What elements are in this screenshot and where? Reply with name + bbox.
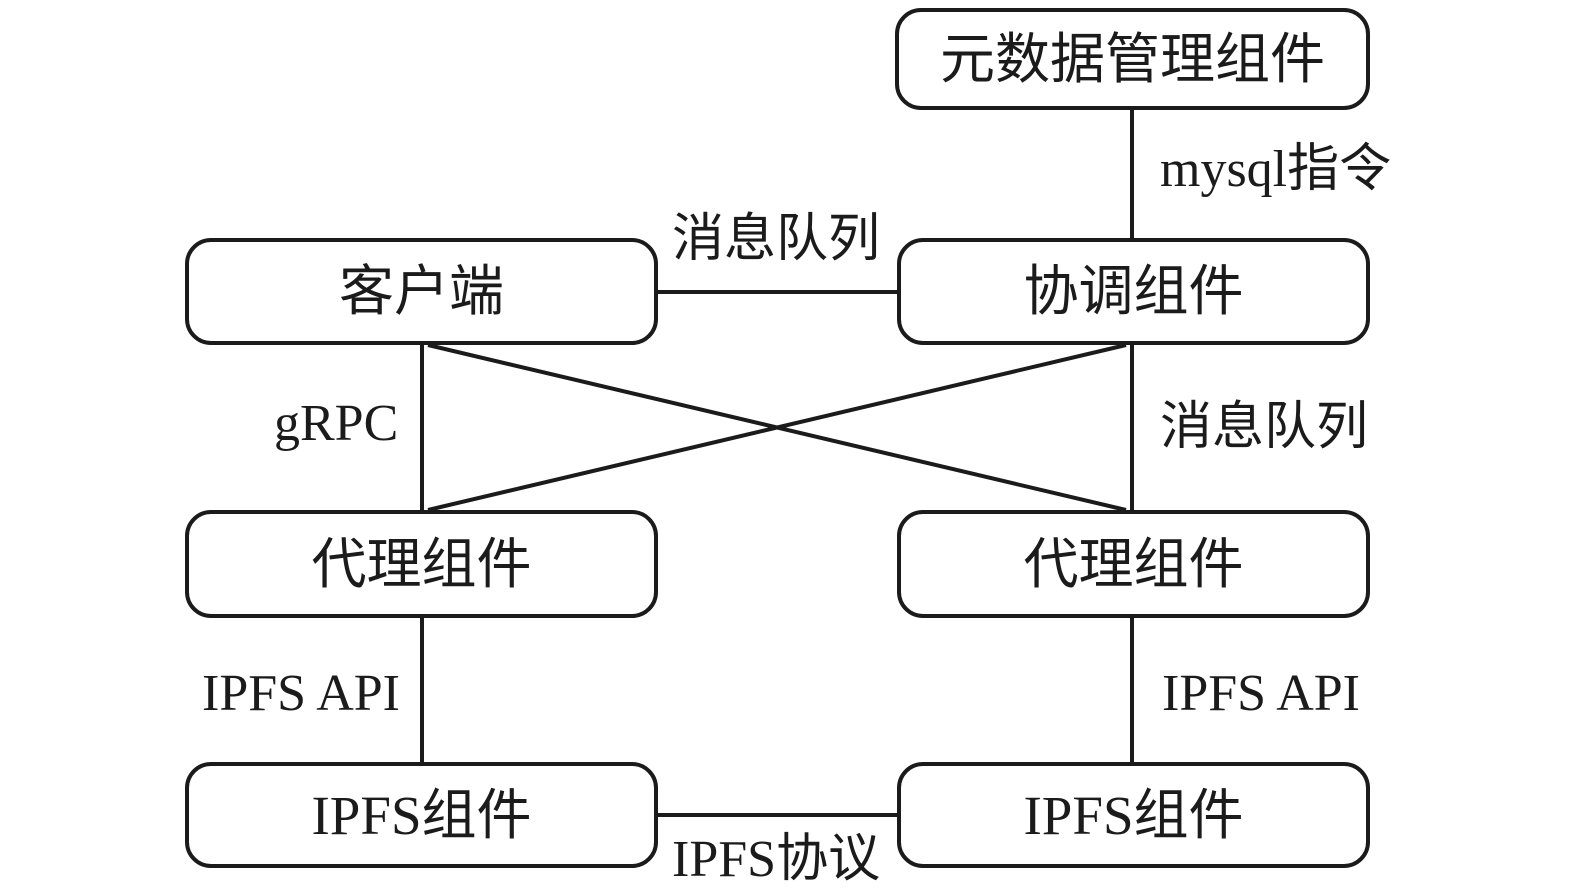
edge-label-message-queue-top: 消息队列 <box>672 210 881 270</box>
edge-label-ipfs-api-left: IPFS API <box>202 664 400 724</box>
edge-label-message-queue-right: 消息队列 <box>1160 398 1369 458</box>
node-proxy-left: 代理组件 <box>185 510 658 618</box>
edge-label-ipfs-api-right: IPFS API <box>1162 664 1360 724</box>
edge-label-mysql-command: mysql指令 <box>1160 140 1392 200</box>
node-ipfs-right: IPFS组件 <box>897 762 1370 868</box>
node-coordinator-label: 协调组件 <box>1023 261 1244 322</box>
edge-label-ipfs-protocol: IPFS协议 <box>672 830 881 890</box>
node-client: 客户端 <box>185 238 658 345</box>
node-ipfs-right-label: IPFS组件 <box>1023 784 1244 846</box>
node-proxy-right: 代理组件 <box>897 510 1370 618</box>
node-coordinator: 协调组件 <box>897 238 1370 345</box>
node-metadata-manager: 元数据管理组件 <box>895 8 1370 110</box>
node-ipfs-left-label: IPFS组件 <box>311 784 532 846</box>
node-ipfs-left: IPFS组件 <box>185 762 658 868</box>
node-proxy-right-label: 代理组件 <box>1023 533 1244 595</box>
edge-coordinator-proxy-left <box>427 343 1127 512</box>
edge-label-grpc: gRPC <box>274 394 399 454</box>
node-proxy-left-label: 代理组件 <box>311 533 532 595</box>
node-client-label: 客户端 <box>338 261 504 322</box>
node-metadata-manager-label: 元数据管理组件 <box>939 28 1325 90</box>
